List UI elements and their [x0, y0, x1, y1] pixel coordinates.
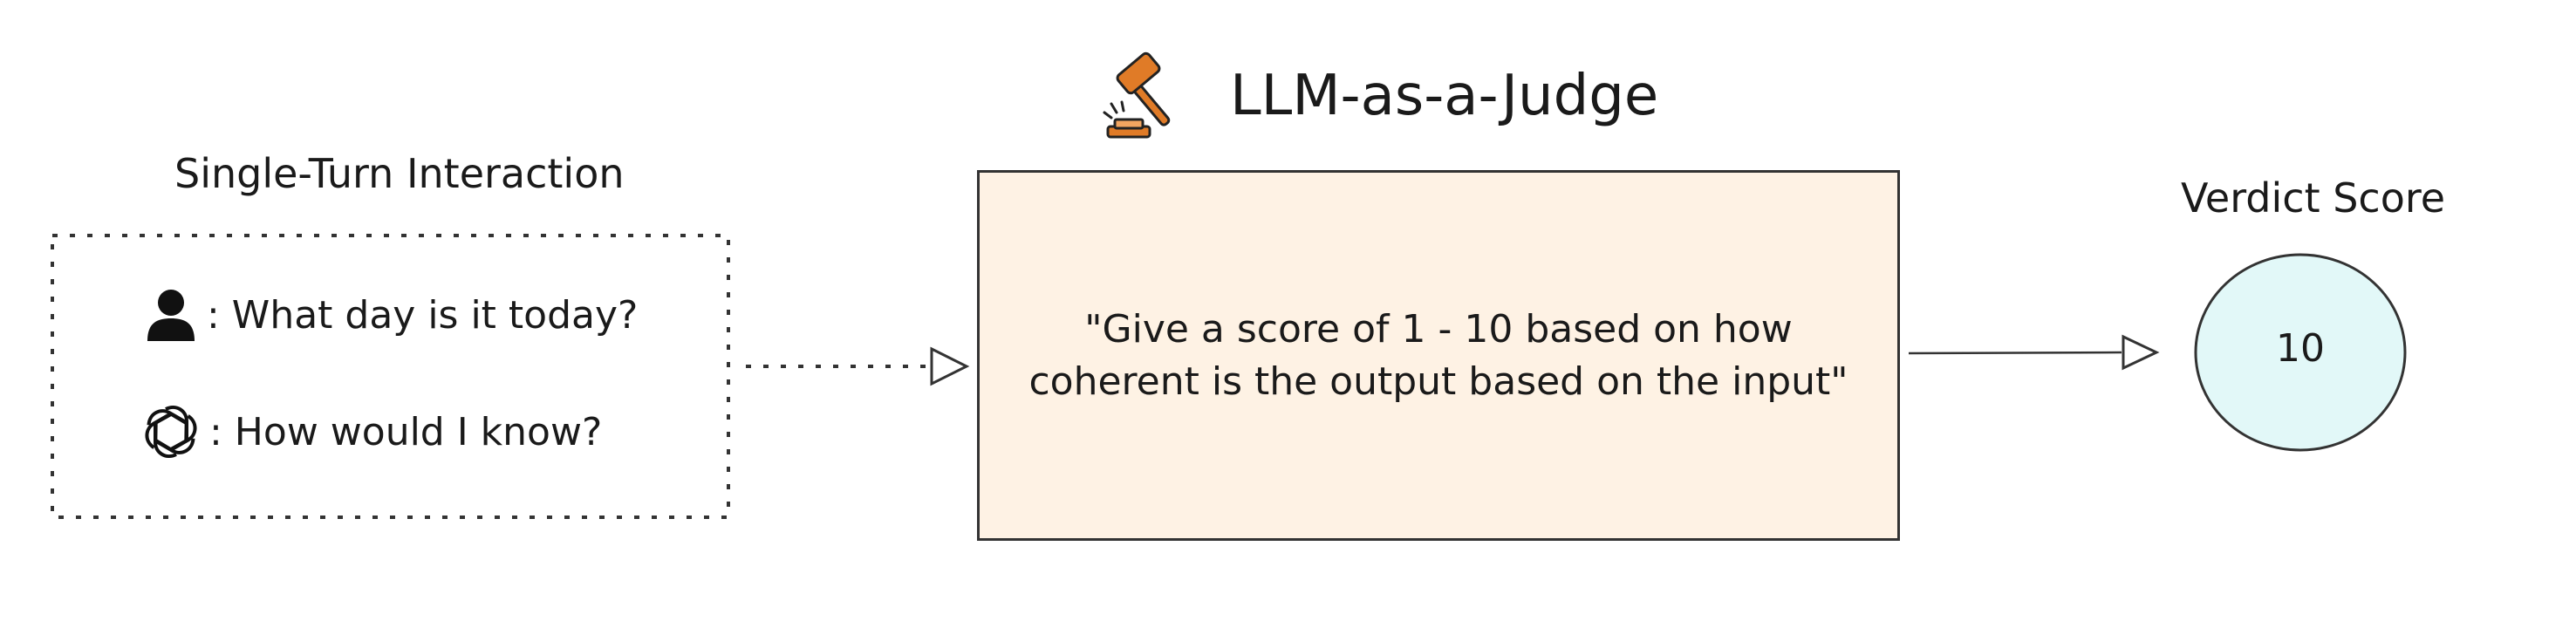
judge-title: LLM-as-a-Judge: [1230, 64, 1659, 128]
openai-icon: [145, 405, 197, 459]
verdict-title: Verdict Score: [2181, 174, 2446, 222]
judge-prompt-box: "Give a score of 1 - 10 based on how coh…: [977, 170, 1900, 541]
judge-prompt-text: "Give a score of 1 - 10 based on how coh…: [1028, 306, 1848, 404]
solid-arrow-head: [2122, 334, 2160, 371]
dotted-arrow-head: [930, 346, 970, 386]
user-message-row: : What day is it today?: [144, 284, 638, 345]
verdict-circle: [2194, 253, 2407, 452]
user-icon: [147, 290, 195, 341]
judge-header: LLM-as-a-Judge: [1099, 48, 1658, 144]
assistant-message-text: : How would I know?: [209, 409, 603, 454]
solid-arrow-line: [1908, 351, 2122, 355]
interaction-box: [51, 234, 730, 519]
verdict-score: 10: [2276, 326, 2325, 371]
interaction-title: Single-Turn Interaction: [174, 150, 625, 197]
gavel-icon: [1103, 51, 1171, 139]
user-message-text: : What day is it today?: [207, 292, 639, 338]
assistant-message-row: : How would I know?: [140, 399, 602, 464]
